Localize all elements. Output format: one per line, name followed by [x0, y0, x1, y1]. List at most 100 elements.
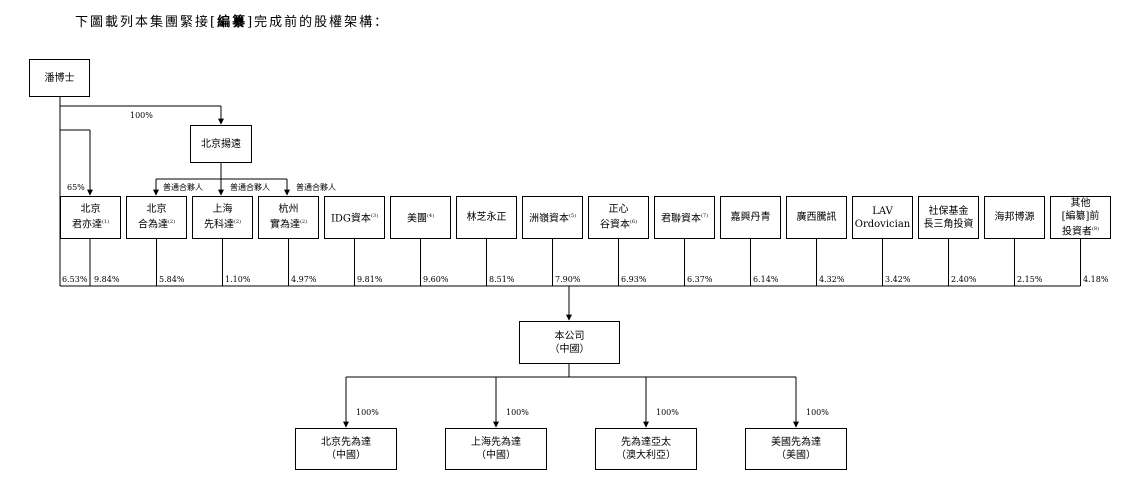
shareholder-name-text: Ordovician: [854, 218, 911, 230]
shareholder-pct: 4.97%: [291, 275, 317, 284]
company-name: 本公司: [554, 330, 585, 342]
subsidiary-pct: 100%: [806, 408, 829, 417]
shareholder-name-text: 廣西騰訊: [796, 212, 837, 223]
shareholder-name-text: 林芝永正: [466, 212, 507, 223]
shareholder-box: 北京君亦達(1): [60, 196, 121, 239]
shareholder-name-text: 北京: [80, 204, 101, 216]
shareholder-name-line: 合為達(2): [138, 216, 175, 231]
shareholder-name-line: LAV: [872, 205, 893, 218]
shareholder-name-text: 合為達: [137, 219, 168, 231]
subsidiary-jurisdiction: （美國）: [776, 450, 816, 461]
subsidiary-pct: 100%: [656, 408, 679, 417]
shareholder-name-text: 美團: [406, 213, 427, 225]
shareholder-box: 廣西騰訊: [786, 196, 847, 239]
subsidiary-box: 上海先為達（中國）: [445, 428, 547, 470]
shareholder-name-text: 杭州: [278, 204, 299, 216]
shareholder-name-line: 君聯資本(7): [661, 210, 708, 225]
shareholder-name-line: 杭州: [279, 203, 299, 216]
shareholder-name-line: 洲嶺資本(5): [529, 210, 576, 225]
intro-sentence: 下圖載列本集團緊接[編纂]完成前的股權架構：: [75, 11, 389, 30]
shareholder-name-line: 北京: [147, 203, 167, 216]
shareholder-name-text: 洲嶺資本: [528, 213, 569, 225]
shareholder-pct: 7.90%: [555, 275, 581, 284]
shareholder-name-text: 上海: [212, 204, 233, 216]
shareholder-pct: 6.14%: [753, 275, 779, 284]
shareholder-pct: 5.84%: [159, 275, 185, 284]
shareholder-name-text: 投資者: [1061, 226, 1092, 238]
intro-post: ]完成前的股權架構：: [247, 15, 390, 30]
shareholder-name-line: 谷資本(6): [600, 216, 637, 231]
shareholder-pct: 4.18%: [1083, 275, 1109, 284]
shareholder-box: 正心谷資本(6): [588, 196, 649, 239]
shareholder-name-text: 長三角投資: [923, 218, 974, 230]
intro-bold: 編纂: [217, 15, 248, 30]
shareholder-box: 君聯資本(7): [654, 196, 715, 239]
shareholder-name-line: 正心: [609, 203, 629, 216]
shareholder-pct: 2.15%: [1017, 275, 1043, 284]
shareholder-box: 北京合為達(2): [126, 196, 187, 239]
intro-pre: 下圖載列本集團緊接[: [75, 15, 218, 30]
subsidiary-box: 北京先為達 （中國）: [295, 428, 397, 470]
shareholder-name-line: 廣西騰訊: [797, 211, 837, 224]
shareholder-name-text: 正心: [608, 204, 629, 216]
shareholder-name-line: 長三角投資: [924, 218, 974, 231]
shareholder-note-ref: (6): [629, 219, 638, 226]
shareholder-note-ref: (1): [101, 219, 110, 226]
shareholder-pct: 2.40%: [951, 275, 977, 284]
subsidiary-name: 上海先為達: [471, 437, 521, 448]
shareholder-name-line: 其他: [1071, 197, 1091, 210]
gp-label-2: 普通合夥人: [230, 183, 270, 192]
shareholder-name-line: IDG資本(3): [331, 210, 378, 225]
shareholder-name-text: 其他: [1070, 197, 1091, 209]
subsidiary-name: 先為達亞太: [621, 437, 671, 448]
shareholder-box: 社保基金長三角投資: [918, 196, 979, 239]
gp-label-1: 普通合夥人: [163, 183, 203, 192]
shareholder-pct: 6.53%: [62, 275, 88, 284]
shareholder-name-line: [編纂]前: [1062, 210, 1100, 223]
subsidiary-box: 美國先為達 （美國）: [745, 428, 847, 470]
company-box: 本公司 （中國）: [519, 321, 620, 364]
shareholder-pct: 8.51%: [489, 275, 515, 284]
shareholder-name-line: 海邦博源: [995, 211, 1035, 224]
shareholder-box: 嘉興丹青: [720, 196, 781, 239]
top-holder-name: 潘博士: [44, 72, 75, 84]
bjyy-box: 北京揚遠: [190, 125, 252, 163]
shareholder-pct: 6.93%: [621, 275, 647, 284]
subsidiary-pct: 100%: [506, 408, 529, 417]
top-to-bjjyd-pct: 65%: [67, 183, 85, 192]
subsidiary-name: 北京先為達: [321, 437, 371, 448]
shareholder-note-ref: (5): [568, 212, 577, 219]
shareholder-name-text: 君聯資本: [660, 213, 701, 225]
shareholder-name-text: 北京: [146, 204, 167, 216]
shareholder-pct: 1.10%: [225, 275, 251, 284]
shareholder-name-line: 上海: [213, 203, 233, 216]
company-jurisdiction: （中國）: [549, 343, 590, 355]
shareholder-note-ref: (8): [1091, 225, 1100, 232]
shareholder-pct: 9.81%: [357, 275, 383, 284]
shareholder-name-text: 君亦達: [71, 219, 102, 231]
shareholder-pct: 6.37%: [687, 275, 713, 284]
shareholder-box: 美團(4): [390, 196, 451, 239]
shareholder-pct: 9.60%: [423, 275, 449, 284]
shareholder-pct: 4.32%: [819, 275, 845, 284]
shareholder-name-text: 海邦博源: [994, 212, 1035, 223]
shareholder-name-line: 實為達(2): [270, 216, 307, 231]
shareholder-name-text: [編纂]前: [1061, 210, 1100, 222]
top-holder-box: 潘博士: [29, 59, 90, 97]
subsidiary-jurisdiction: （中國）: [326, 450, 366, 461]
shareholder-note-ref: (3): [370, 212, 379, 219]
shareholder-name-text: 社保基金: [928, 205, 969, 217]
subsidiary-pct: 100%: [356, 408, 379, 417]
top-to-bjyy-pct: 100%: [130, 111, 153, 120]
shareholder-name-line: 美團(4): [407, 210, 434, 225]
shareholder-note-ref: (7): [700, 212, 709, 219]
shareholder-name-line: 社保基金: [929, 205, 969, 218]
shareholder-name-line: 林芝永正: [467, 211, 507, 224]
subsidiary-name: 美國先為達: [771, 437, 821, 448]
shareholder-name-text: 先科達: [203, 219, 234, 231]
shareholder-box: 林芝永正: [456, 196, 517, 239]
shareholder-name-line: 嘉興丹青: [731, 211, 771, 224]
subsidiary-jurisdiction: （澳大利亞）: [616, 450, 676, 461]
